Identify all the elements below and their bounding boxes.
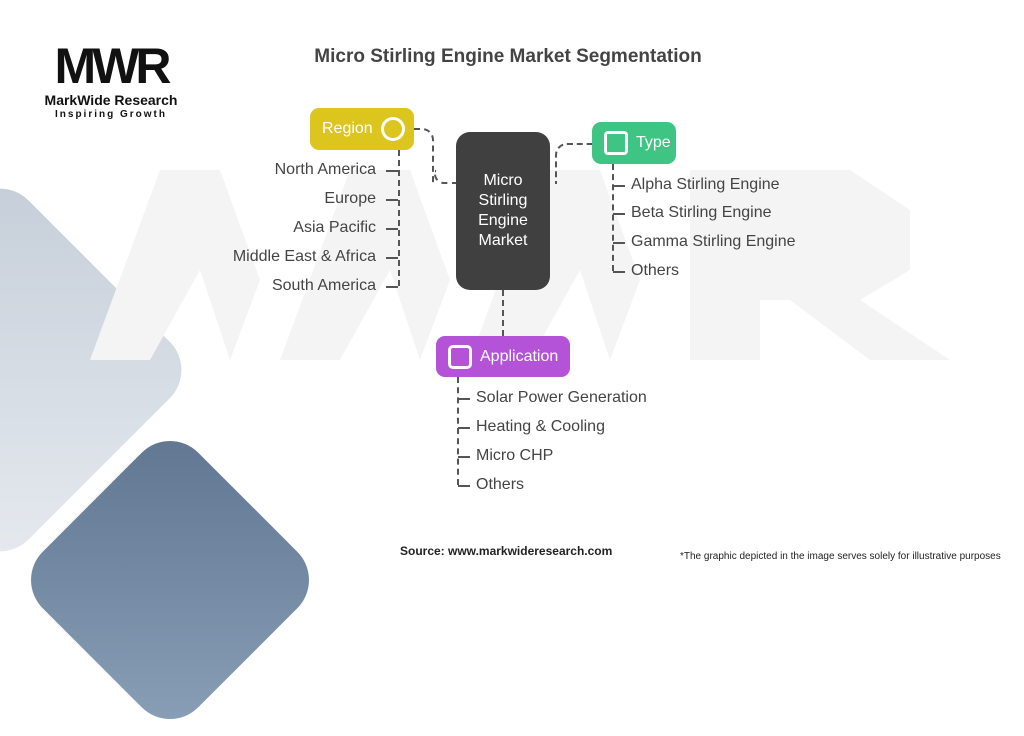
connector-tick — [386, 286, 398, 288]
type-item: Alpha Stirling Engine — [631, 176, 780, 193]
region-item: Asia Pacific — [293, 219, 376, 236]
connector-tick — [386, 170, 398, 172]
connector-tick — [386, 228, 398, 230]
globe-icon — [380, 117, 405, 141]
type-item: Gamma Stirling Engine — [631, 233, 796, 250]
region-item: Europe — [324, 190, 376, 207]
watermark — [90, 170, 950, 360]
type-item: Beta Stirling Engine — [631, 204, 772, 221]
application-line — [457, 377, 459, 485]
type-label: Type — [636, 134, 671, 151]
application-node: Application — [436, 336, 570, 377]
connector — [555, 143, 592, 184]
application-item: Others — [476, 476, 525, 493]
type-line — [612, 164, 614, 271]
type-node: Type — [592, 122, 676, 164]
gear-icon — [448, 344, 472, 369]
application-item: Heating & Cooling — [476, 418, 605, 435]
region-item: North America — [274, 161, 376, 178]
region-node: Region — [310, 108, 414, 150]
application-item: Micro CHP — [476, 447, 554, 464]
application-item: Solar Power Generation — [476, 389, 647, 406]
logo-tagline: Inspiring Growth — [55, 109, 167, 120]
connector-tick — [386, 257, 398, 259]
connector — [434, 170, 456, 184]
logo: MWR MarkWide Research Inspiring Growth — [36, 40, 186, 121]
region-item: Middle East & Africa — [232, 248, 376, 265]
region-line — [398, 150, 400, 286]
connector — [414, 128, 434, 184]
region-label: Region — [322, 120, 373, 137]
region-item: South America — [271, 277, 376, 294]
connector-tick — [613, 242, 625, 244]
connector-tick — [458, 427, 470, 429]
center-node: Micro Stirling Engine Market — [456, 132, 550, 290]
connector-tick — [613, 271, 625, 273]
page-title: Micro Stirling Engine Market Segmentatio… — [314, 46, 702, 67]
logo-name: MarkWide Research — [44, 92, 178, 108]
connector-tick — [458, 485, 470, 487]
connector-tick — [613, 185, 625, 187]
application-label: Application — [480, 347, 559, 365]
connector-tick — [458, 398, 470, 400]
engine-icon — [604, 131, 628, 155]
connector-tick — [386, 199, 398, 201]
disclaimer: *The graphic depicted in the image serve… — [680, 551, 1001, 562]
source: Source: www.markwideresearch.com — [400, 544, 613, 558]
type-item: Others — [631, 262, 680, 279]
logo-mark: MWR — [54, 38, 172, 94]
connector — [502, 290, 504, 336]
connector-tick — [458, 456, 470, 458]
connector-tick — [613, 213, 625, 215]
